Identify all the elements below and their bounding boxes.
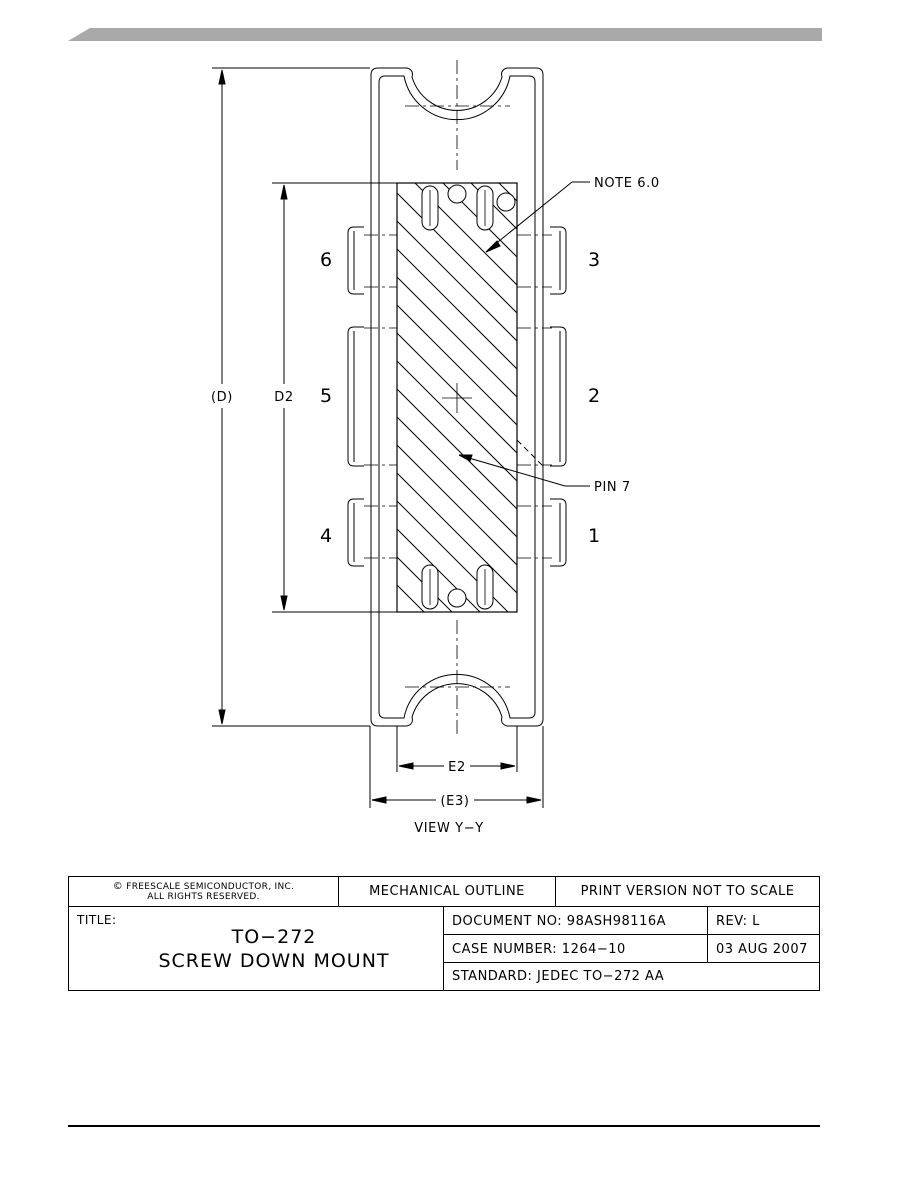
date-cell: 03 AUG 2007	[708, 935, 819, 963]
header-bar	[68, 28, 822, 41]
title-cell: TITLE: TO−272 SCREW DOWN MOUNT	[69, 907, 444, 990]
lead-tabs	[347, 226, 567, 567]
dim-d2-label: D2	[274, 390, 293, 405]
rev-cell: REV: L	[708, 907, 819, 935]
pin-label-5: 5	[320, 385, 332, 407]
copyright-line1: FREESCALE SEMICONDUCTOR, INC.	[126, 881, 295, 892]
pin-label-2: 2	[588, 385, 600, 407]
centerlines	[364, 60, 552, 735]
copyright-line1-row: © FREESCALE SEMICONDUCTOR, INC.	[112, 880, 295, 892]
pin-label-3: 3	[588, 249, 600, 271]
vent-holes	[421, 184, 516, 610]
document-no-cell: DOCUMENT NO: 98ASH98116A	[444, 907, 708, 935]
copyright-cell: © FREESCALE SEMICONDUCTOR, INC. ALL RIGH…	[69, 877, 339, 907]
copyright-line2: ALL RIGHTS RESERVED.	[147, 891, 260, 902]
center-cross	[442, 383, 472, 413]
case-number-cell: CASE NUMBER: 1264−10	[444, 935, 708, 963]
dimension-lines	[218, 69, 542, 804]
footer-line	[68, 1125, 820, 1127]
pin-label-6: 6	[320, 249, 332, 271]
mechanical-drawing: NOTE 6.0 PIN 7 (D) D2 E2 (E3) VIEW Y−Y 6…	[211, 60, 660, 836]
leader-lines	[458, 181, 590, 487]
slot-centerlines	[429, 190, 486, 605]
standard-cell: STANDARD: JEDEC TO−272 AA	[452, 969, 665, 984]
title-line1: TO−272	[231, 926, 317, 948]
dim-d-label: (D)	[211, 390, 233, 405]
pin-label-4: 4	[320, 525, 332, 547]
copyright-icon: ©	[112, 880, 124, 892]
dim-e3-label: (E3)	[440, 794, 469, 809]
flange-outline	[370, 67, 544, 727]
note-label: NOTE 6.0	[594, 176, 660, 191]
print-version-cell: PRINT VERSION NOT TO SCALE	[556, 877, 819, 907]
body-outline	[396, 182, 518, 613]
title-block: © FREESCALE SEMICONDUCTOR, INC. ALL RIGH…	[68, 876, 820, 991]
pin-label-1: 1	[588, 525, 600, 547]
dim-e2-label: E2	[448, 760, 466, 775]
mechanical-outline-cell: MECHANICAL OUTLINE	[339, 877, 556, 907]
pin7-label: PIN 7	[594, 480, 631, 495]
extension-lines	[212, 67, 544, 808]
title-text: TO−272 SCREW DOWN MOUNT	[109, 925, 439, 973]
title-line2: SCREW DOWN MOUNT	[158, 950, 390, 972]
title-label: TITLE:	[77, 913, 117, 927]
view-label: VIEW Y−Y	[414, 821, 484, 836]
